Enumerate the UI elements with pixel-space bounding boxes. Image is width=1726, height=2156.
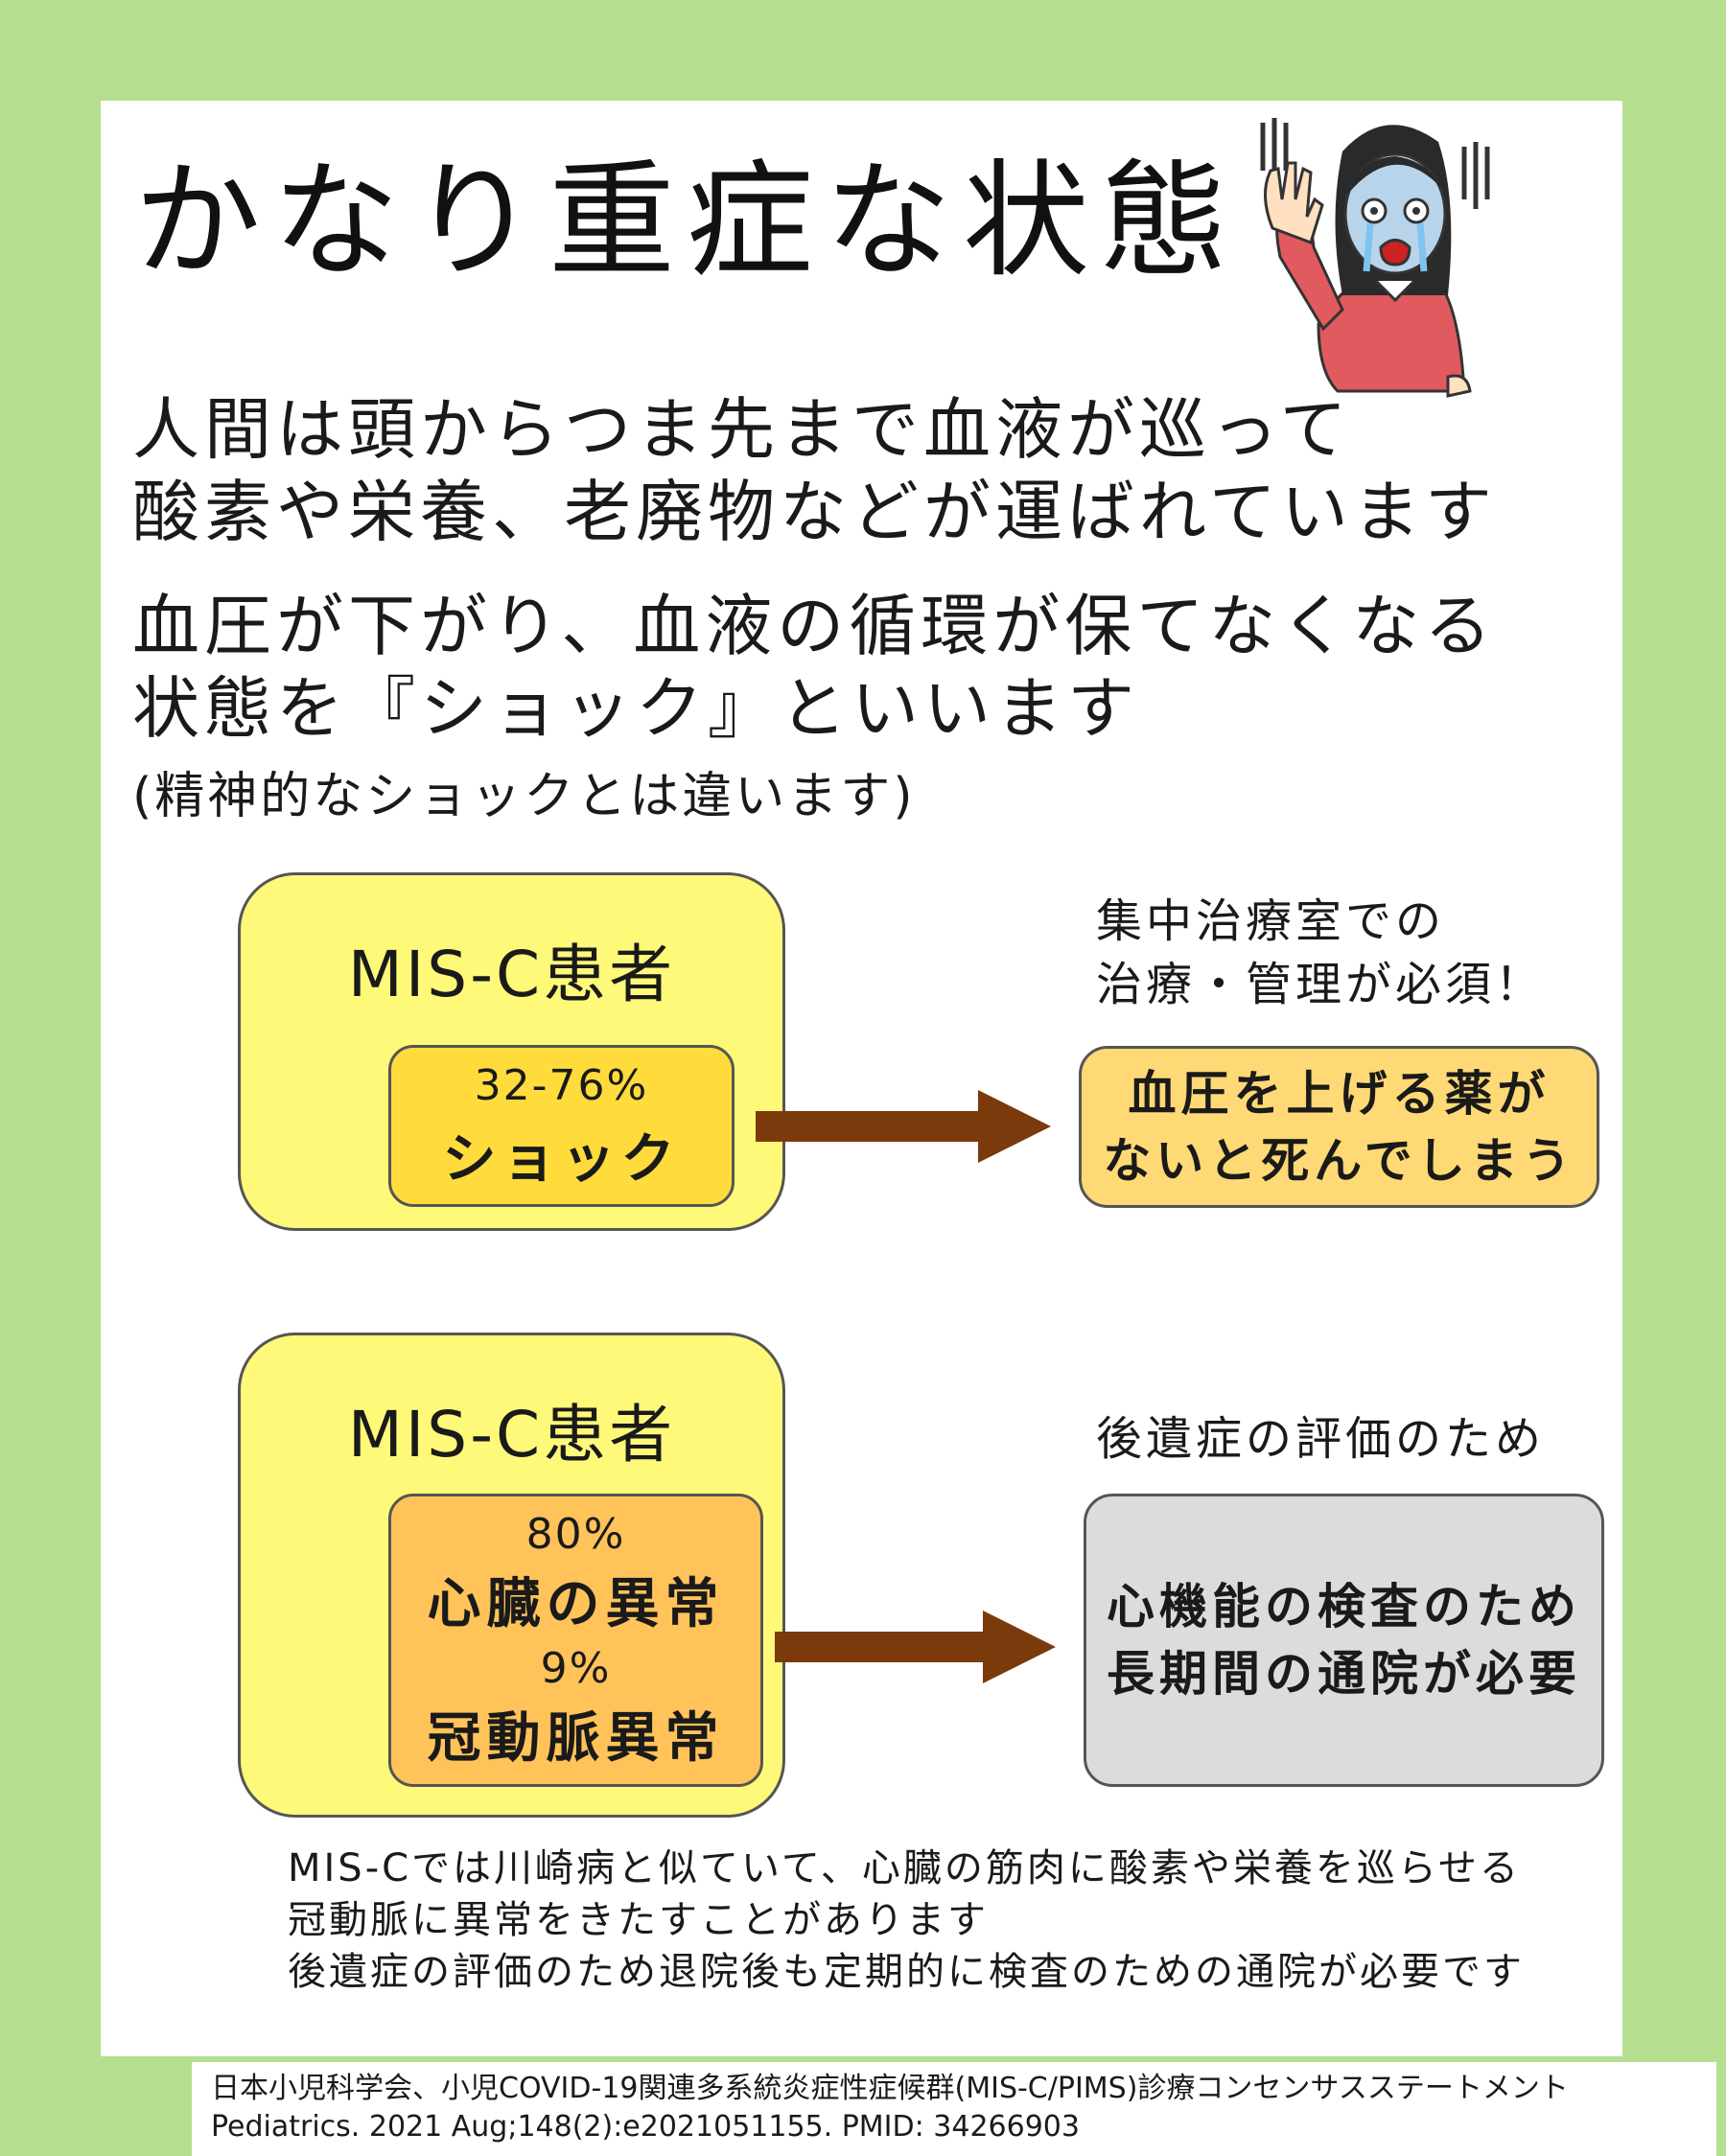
distressed-woman-icon <box>1260 118 1490 398</box>
shock-label: ショック <box>442 1128 681 1191</box>
summary-line-3: 後遺症の評価のため退院後も定期的に検査のための通院が必要です <box>288 1950 1525 1994</box>
mis-c-patient-label-2: MIS-C患者 <box>347 1398 676 1472</box>
intro-line-3: 血圧が下がり、血液の循環が保てなくなる <box>132 587 1497 665</box>
vasopressor-result-box: 血圧を上げる薬が ないと死んでしまう <box>1079 1046 1599 1208</box>
mis-c-patient-label-1: MIS-C患者 <box>347 938 676 1011</box>
intro-line-1: 人間は頭からつま先まで血液が巡って <box>132 390 1352 469</box>
icu-caption: 集中治療室での 治療・管理が必須！ <box>1096 890 1545 1016</box>
intro-line-4: 状態を『ショック』といいます <box>132 669 1139 748</box>
intro-paragraph-1: 人間は頭からつま先まで血液が巡って 酸素や栄養、老廃物などが運ばれています <box>132 388 1497 553</box>
shock-box: 32-76% ショック <box>388 1045 735 1207</box>
icu-caption-line-2: 治療・管理が必須！ <box>1096 958 1546 1011</box>
sequelae-caption: 後遺症の評価のため <box>1096 1412 1546 1466</box>
coronary-percent: 9% <box>540 1644 612 1693</box>
intro-paragraph-2: 血圧が下がり、血液の循環が保てなくなる 状態を『ショック』といいます <box>132 585 1496 750</box>
reference-line-2: Pediatrics. 2021 Aug;148(2):e2021051155.… <box>211 2110 1080 2144</box>
cardiac-percent: 80% <box>525 1510 626 1559</box>
intro-note: (精神的なショックとは違います) <box>132 768 916 825</box>
shock-percent: 32-76% <box>474 1061 649 1110</box>
vasopressor-line-2: ないと死んでしまう <box>1103 1132 1575 1189</box>
icu-caption-line-1: 集中治療室での <box>1096 894 1446 948</box>
follow-up-result-box: 心機能の検査のため 長期間の通院が必要 <box>1084 1494 1604 1787</box>
arrow-icon-1 <box>756 1090 1051 1163</box>
cardiac-abnormality-box: 80% 心臓の異常 9% 冠動脈異常 <box>388 1494 763 1787</box>
reference-line-1: 日本小児科学会、小児COVID-19関連多系統炎症性症候群(MIS-C/PIMS… <box>211 2072 1569 2105</box>
summary-line-2: 冠動脈に異常をきたすことがあります <box>288 1898 989 1942</box>
vasopressor-line-1: 血圧を上げる薬が <box>1128 1065 1551 1122</box>
follow-up-line-1: 心機能の検査のため <box>1107 1579 1581 1634</box>
follow-up-line-2: 長期間の通院が必要 <box>1107 1646 1581 1702</box>
arrow-icon-2 <box>775 1611 1056 1683</box>
reference-box: 日本小児科学会、小児COVID-19関連多系統炎症性症候群(MIS-C/PIMS… <box>192 2062 1716 2156</box>
summary-line-1: MIS-Cでは川崎病と似ていて、心臓の筋肉に酸素や栄養を巡らせる <box>288 1846 1522 1890</box>
intro-line-2: 酸素や栄養、老廃物などが運ばれています <box>132 473 1497 551</box>
coronary-label: 冠動脈異常 <box>427 1707 725 1770</box>
cardiac-label: 心臓の異常 <box>427 1573 725 1635</box>
page-title: かなり重症な状態 <box>134 148 1239 295</box>
summary-text: MIS-Cでは川崎病と似ていて、心臓の筋肉に酸素や栄養を巡らせる 冠動脈に異常を… <box>288 1843 1525 1998</box>
